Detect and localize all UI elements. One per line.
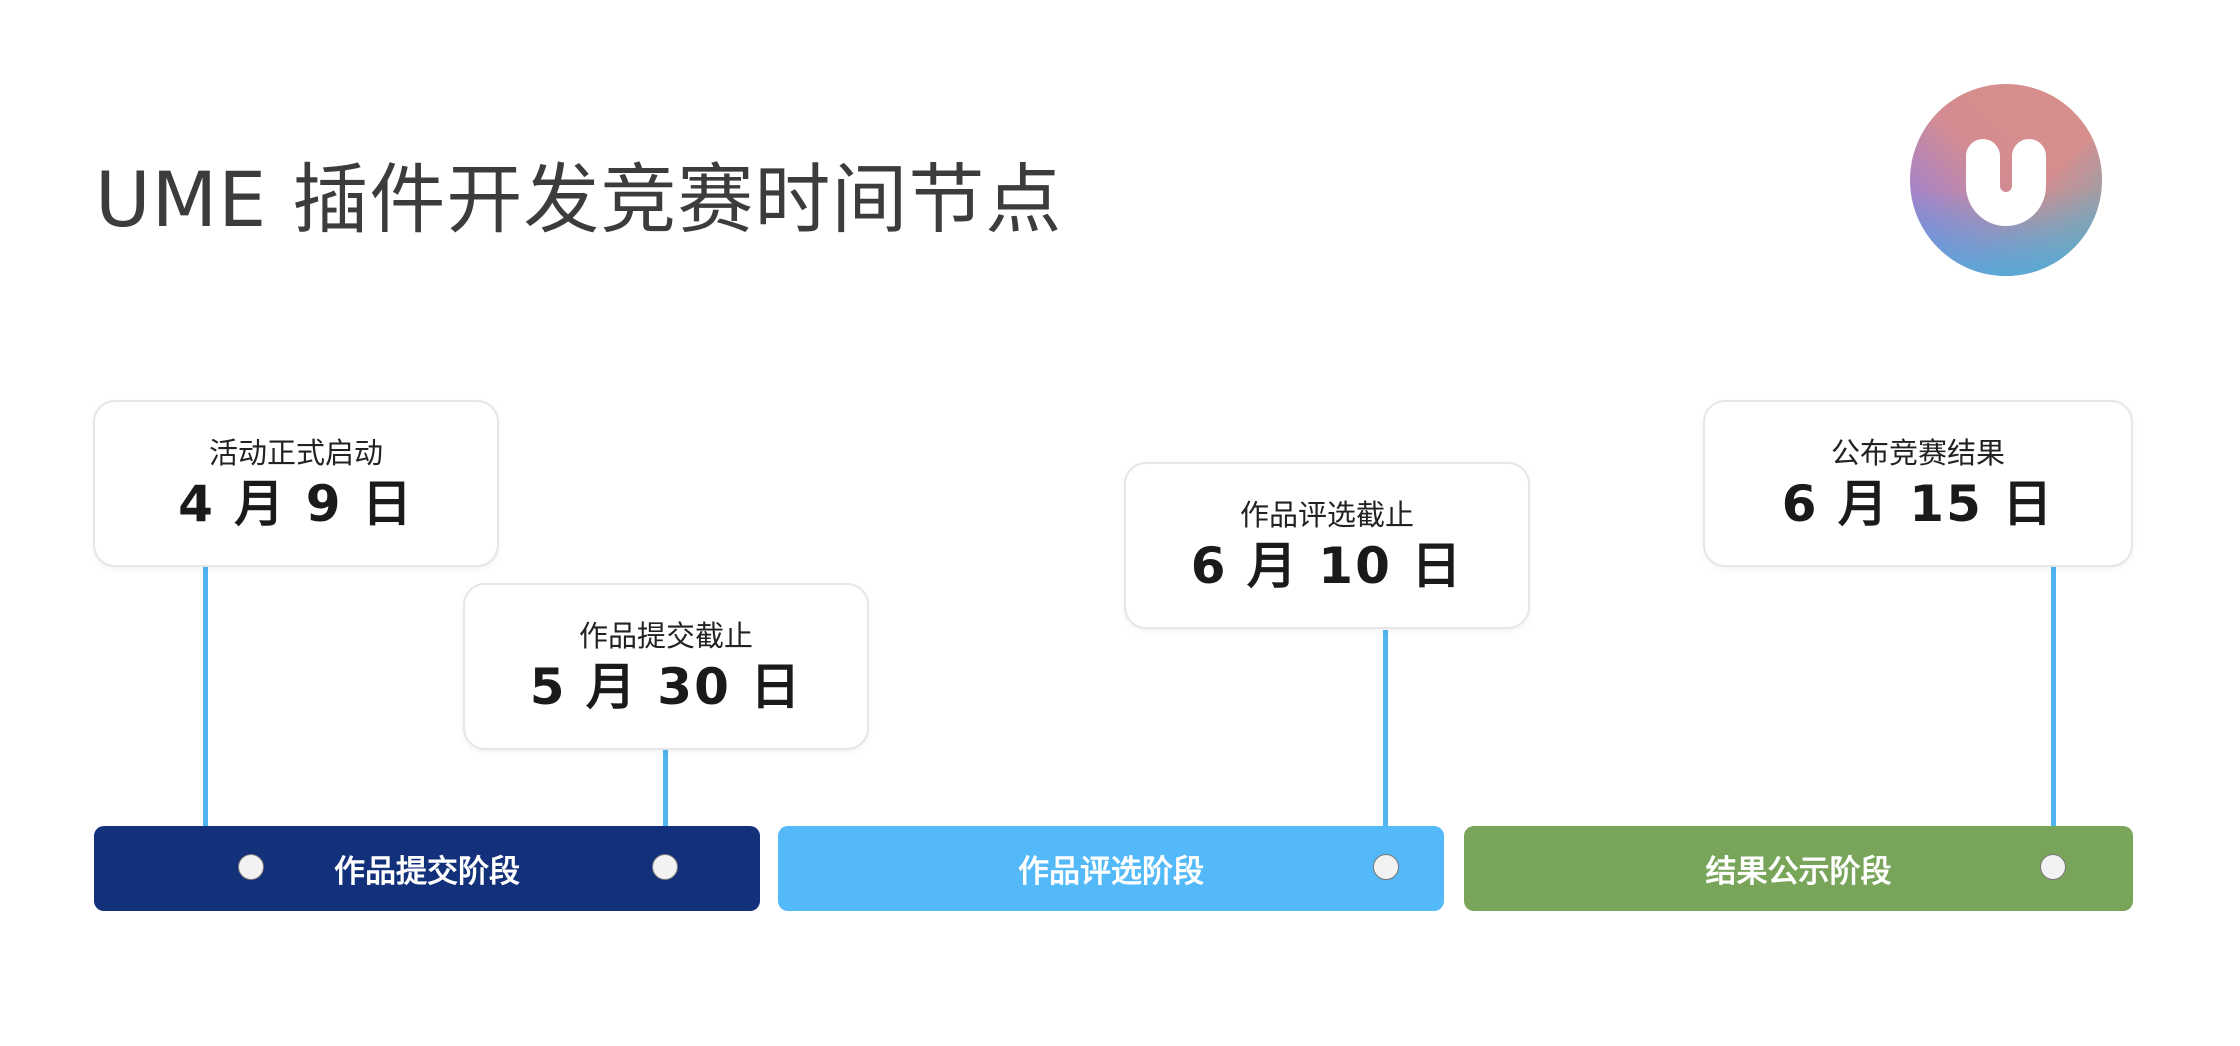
phase-bar-submission: 作品提交阶段 [94,826,760,911]
connector-line [663,738,668,828]
milestone-dot [2040,854,2066,880]
milestone-date: 5 月 30 日 [529,657,803,716]
phase-label: 作品提交阶段 [334,854,520,890]
phase-label: 作品评选阶段 [1018,854,1204,890]
milestone-card: 公布竞赛结果 6 月 15 日 [1703,400,2133,567]
milestone-label: 公布竞赛结果 [1830,435,2005,470]
milestone-dot [238,854,264,880]
phase-label: 结果公示阶段 [1705,854,1892,890]
milestone-date: 4 月 9 日 [178,474,414,533]
connector-line [1383,630,1388,828]
milestone-card: 活动正式启动 4 月 9 日 [93,400,499,567]
phase-bar-results: 结果公示阶段 [1464,826,2133,911]
milestone-card: 作品评选截止 6 月 10 日 [1124,462,1530,629]
connector-line [2051,567,2056,828]
milestone-dot [1373,854,1399,880]
milestone-dot [652,854,678,880]
ume-logo [1910,84,2102,276]
milestone-label: 作品提交截止 [578,618,753,653]
milestone-label: 活动正式启动 [208,435,383,470]
milestone-card: 作品提交截止 5 月 30 日 [463,583,869,750]
milestone-label: 作品评选截止 [1239,497,1414,532]
phase-bar-review: 作品评选阶段 [778,826,1444,911]
page-title: UME 插件开发竞赛时间节点 [95,155,1063,244]
milestone-date: 6 月 10 日 [1190,536,1464,595]
milestone-date: 6 月 15 日 [1781,474,2055,533]
connector-line [203,560,208,828]
